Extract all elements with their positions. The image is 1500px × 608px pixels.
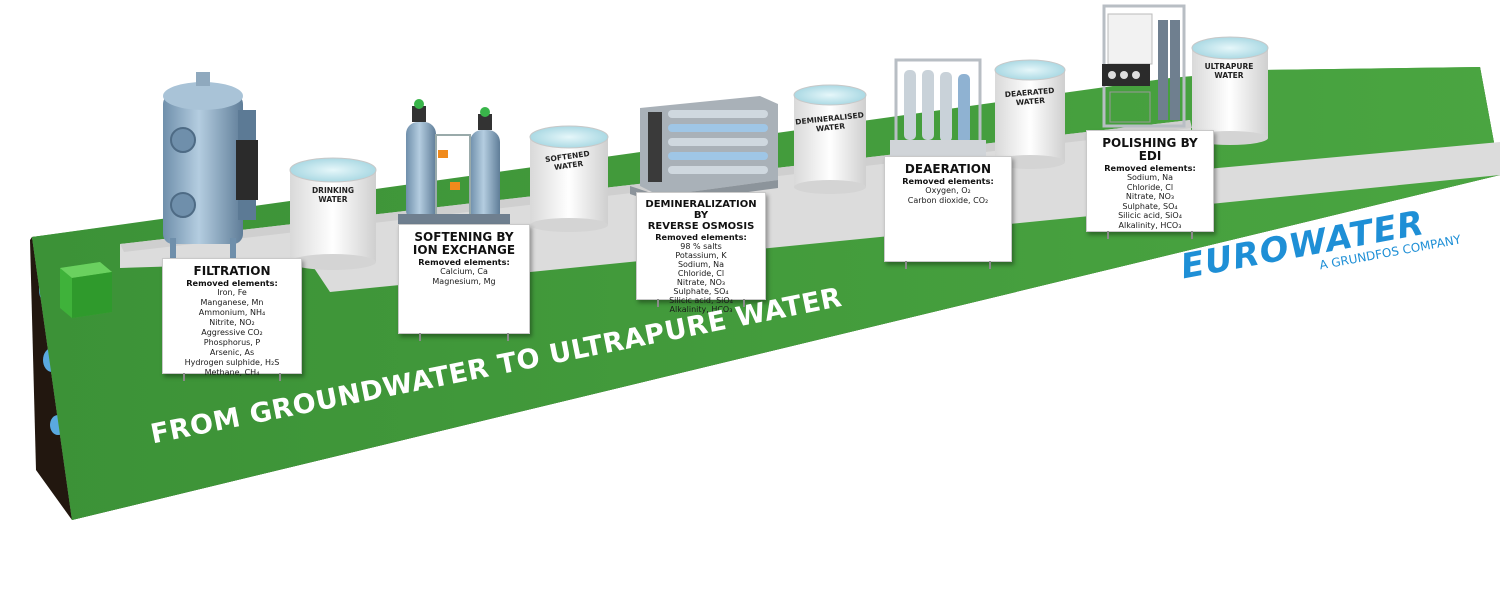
edi-item: Sulphate, SO₄ xyxy=(1122,201,1178,211)
sign-leg xyxy=(989,261,991,269)
softened-water-tank xyxy=(529,125,609,232)
filtration-item: Phosphorus, P xyxy=(203,338,261,347)
edi-item: Nitrate, NO₃ xyxy=(1125,192,1175,201)
edi-item: Chloride, Cl xyxy=(1126,182,1174,192)
ro-item: Sodium, Na xyxy=(677,260,725,269)
softener-units xyxy=(398,99,510,226)
filtration-item: Manganese, Mn xyxy=(200,298,264,307)
drinking-water-label: DRINKING WATER xyxy=(311,186,355,204)
softening-item: Calcium, Ca xyxy=(440,267,488,276)
reverse-osmosis-skid xyxy=(630,96,778,204)
sign-leg xyxy=(657,299,659,307)
deaerated-water-tank xyxy=(994,59,1066,169)
ro-item: Alkalinity, HCO₃ xyxy=(669,305,733,314)
ro-title-line2: REVERSE OSMOSIS xyxy=(647,221,755,232)
sign-leg xyxy=(507,333,509,341)
softening-sign: SOFTENING BY ION EXCHANGE Removed elemen… xyxy=(398,224,530,341)
deaeration-unit xyxy=(890,58,986,162)
ro-item: Sulphate, SO₄ xyxy=(673,287,729,296)
drinking-water-tank xyxy=(289,157,377,270)
well-box xyxy=(60,262,112,318)
filtration-item: Hydrogen sulphide, H₂S xyxy=(184,358,280,367)
edi-item: Sodium, Na xyxy=(1126,173,1174,182)
ro-item: 98 % salts xyxy=(680,242,722,251)
filtration-title: FILTRATION xyxy=(193,264,271,278)
edi-item: Alkalinity, HCO₃ xyxy=(1118,220,1182,230)
filtration-item: Aggressive CO₂ xyxy=(201,328,263,337)
sign-leg xyxy=(1107,231,1109,239)
reverse-osmosis-sign: DEMINERALIZATION BY REVERSE OSMOSIS Remo… xyxy=(636,192,766,314)
deaeration-item: Oxygen, O₂ xyxy=(925,186,971,195)
softening-item: Magnesium, Mg xyxy=(432,277,496,286)
ro-item: Nitrate, NO₃ xyxy=(676,278,726,287)
sign-leg xyxy=(1191,231,1193,239)
ro-item: Chloride, Cl xyxy=(677,269,725,278)
soil-left-face xyxy=(30,237,72,520)
demineralised-water-tank xyxy=(793,84,867,194)
ro-subtitle: Removed elements: xyxy=(655,232,747,242)
edi-title: POLISHING BY EDI xyxy=(1102,136,1198,163)
deaeration-subtitle: Removed elements: xyxy=(902,176,994,186)
filtration-subtitle: Removed elements: xyxy=(186,278,278,288)
ro-item: Silicic acid, SiO₄ xyxy=(669,296,733,305)
edi-item: Silicic acid, SiO₄ xyxy=(1118,211,1182,220)
filtration-vessel xyxy=(163,72,258,262)
filtration-item: Methane, CH₄ xyxy=(204,368,260,377)
filtration-sign: FILTRATION Removed elements: Iron, Fe Ma… xyxy=(162,258,302,381)
sign-leg xyxy=(743,299,745,307)
ultrapure-water-tank xyxy=(1191,36,1269,145)
edi-sign: POLISHING BY EDI Removed elements: Sodiu… xyxy=(1086,130,1214,239)
ultrapure-water-label: ULTRAPURE WATER xyxy=(1204,62,1254,80)
ro-title-line1: DEMINERALIZATION BY xyxy=(645,199,757,221)
sign-leg xyxy=(905,261,907,269)
softening-title-line2: ION EXCHANGE xyxy=(412,243,516,257)
softening-subtitle: Removed elements: xyxy=(418,257,510,267)
ro-item: Potassium, K xyxy=(675,251,727,260)
filtration-item: Ammonium, NH₄ xyxy=(198,308,266,317)
sign-leg xyxy=(183,373,185,381)
sign-leg xyxy=(419,333,421,341)
edi-unit xyxy=(1102,4,1186,128)
edi-subtitle: Removed elements: xyxy=(1104,163,1196,173)
filtration-item: Iron, Fe xyxy=(217,288,247,297)
deaeration-title: DEAERATION xyxy=(904,162,992,176)
filtration-item: Nitrite, NO₂ xyxy=(209,318,255,327)
deaeration-item: Carbon dioxide, CO₂ xyxy=(907,196,989,205)
filtration-item: Arsenic, As xyxy=(209,348,255,357)
sign-leg xyxy=(279,373,281,381)
deaeration-sign: DEAERATION Removed elements: Oxygen, O₂ … xyxy=(884,156,1012,269)
softening-title-line1: SOFTENING BY xyxy=(414,230,514,244)
